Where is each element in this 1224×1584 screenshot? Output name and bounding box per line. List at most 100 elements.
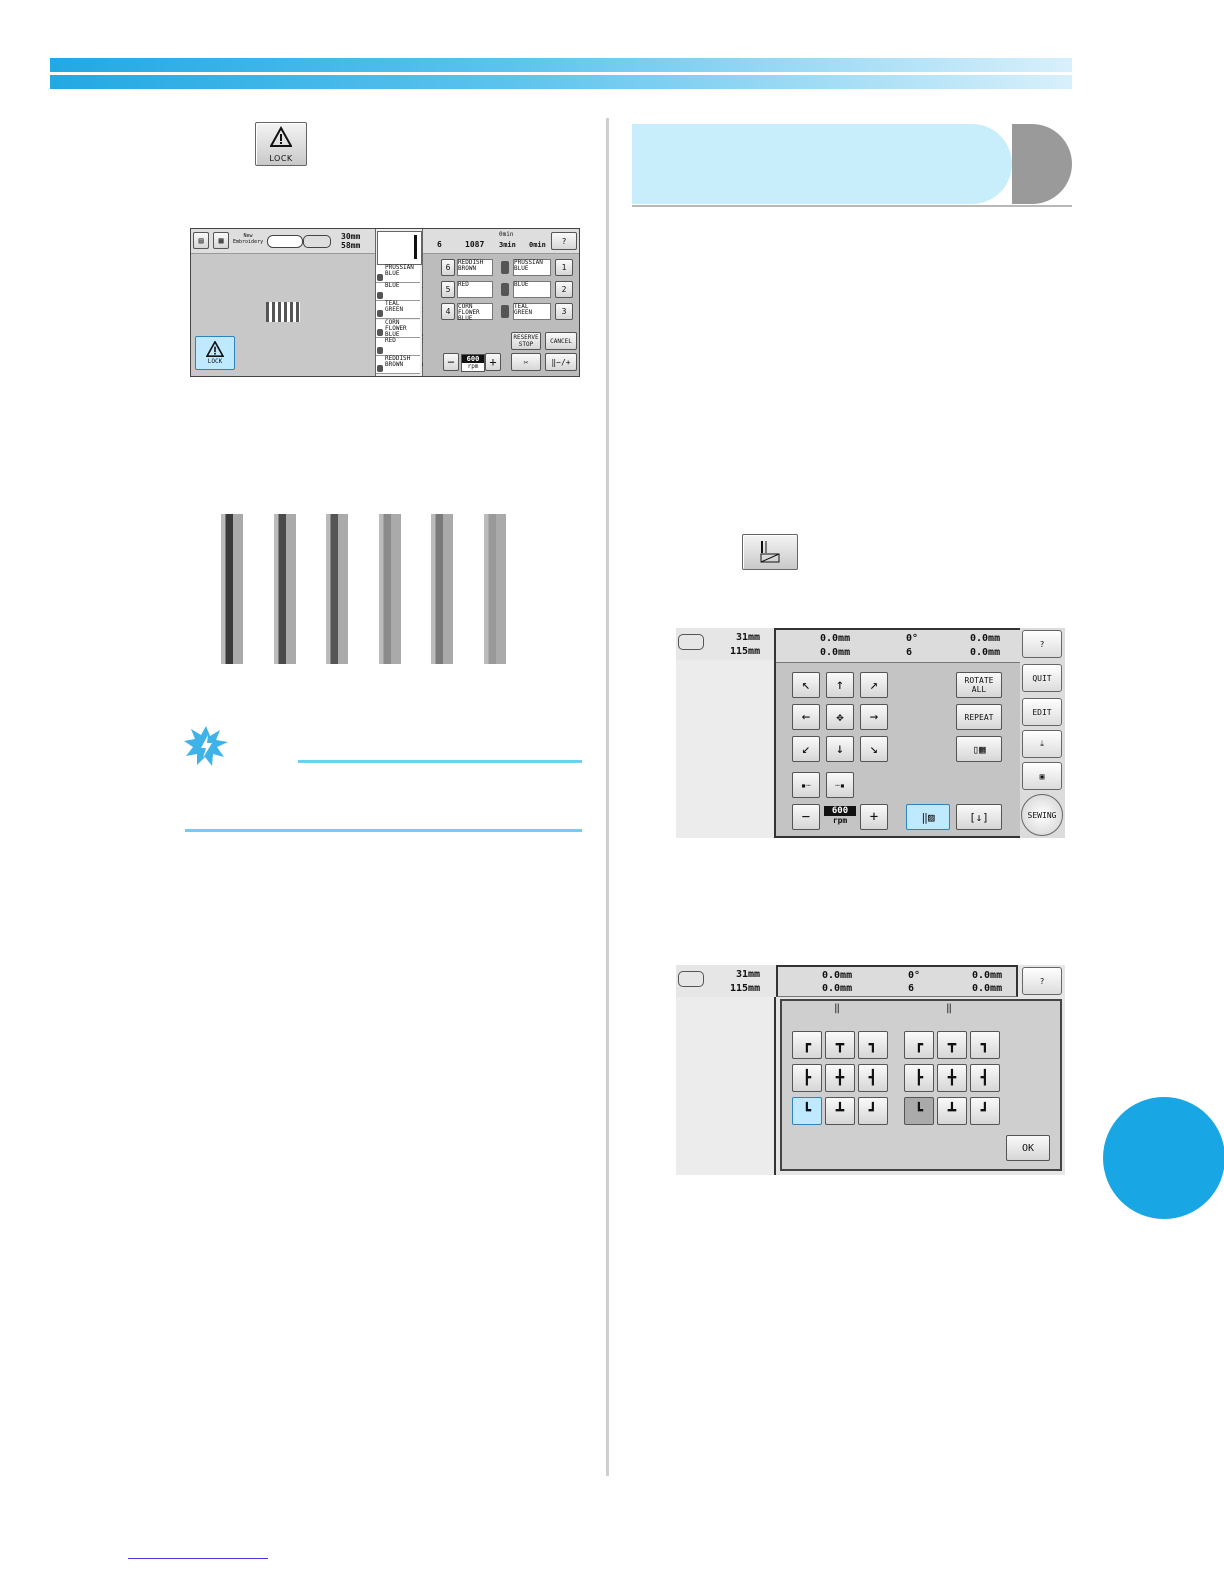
thread-cut-button[interactable]: ✂ xyxy=(511,353,541,371)
lock-button-active[interactable]: LOCK xyxy=(195,336,235,370)
sewing-button[interactable]: SEWING xyxy=(1021,794,1063,836)
quit-button[interactable]: QUIT xyxy=(1022,664,1062,692)
needle-position-button[interactable]: ‖▨ xyxy=(906,804,950,830)
speed-value: 600 xyxy=(824,806,856,816)
move-right-button[interactable]: → xyxy=(860,704,888,730)
needle-adjust-button[interactable]: ‖−/+ xyxy=(545,353,577,371)
move-center-button[interactable]: ✥ xyxy=(826,704,854,730)
position-option-button[interactable]: ┛ xyxy=(858,1097,888,1125)
position-option-button[interactable]: ┻ xyxy=(937,1097,967,1125)
position-option-button[interactable]: ┗ xyxy=(904,1097,934,1125)
thread-name: REDDISH BROWN xyxy=(385,355,411,368)
needle-position-icon xyxy=(760,541,780,563)
spool-icon xyxy=(377,274,383,281)
position-option-button[interactable]: ┏ xyxy=(792,1031,822,1059)
help-button[interactable]: ? xyxy=(1022,630,1062,658)
position-option-button[interactable]: ┏ xyxy=(904,1031,934,1059)
screen1-toolbar: ▤ ▦ New Embroidery 30mm 58mm xyxy=(191,229,375,254)
needle-marker-left: ‖ xyxy=(834,1003,841,1014)
repeat-button[interactable]: REPEAT xyxy=(956,704,1002,730)
speed-plus-button[interactable]: + xyxy=(485,353,501,371)
embroidered-stripe xyxy=(273,514,296,664)
sequence-button[interactable]: ▯▦ xyxy=(956,736,1002,762)
lock-key-button[interactable]: LOCK xyxy=(255,122,307,166)
size-width-value: 115mm xyxy=(730,646,761,657)
move-down-left-button[interactable]: ↙ xyxy=(792,736,820,762)
cancel-button[interactable]: CANCEL xyxy=(545,332,577,350)
position-option-button[interactable]: ┛ xyxy=(970,1097,1000,1125)
position-option-button[interactable]: ┣ xyxy=(904,1064,934,1092)
design-preview xyxy=(266,302,300,322)
position-option-button[interactable]: ┻ xyxy=(825,1097,855,1125)
move-left-button[interactable]: ← xyxy=(792,704,820,730)
screen2-sidebar: ? QUIT EDIT ⤓ ▣ SEWING xyxy=(1020,628,1065,838)
speed-value: 600 xyxy=(462,355,484,363)
embroidered-stripe xyxy=(221,514,243,664)
needle-thread-name: TEAL GREEN xyxy=(513,303,551,320)
time-a: 0min xyxy=(499,231,514,238)
column-divider xyxy=(606,118,609,1476)
rotate-all-button[interactable]: ROTATE ALL xyxy=(956,672,1002,698)
horizontal-offset: 0.0mm xyxy=(822,983,853,994)
size-width-value: 115mm xyxy=(730,983,761,994)
size-height-value: 31mm xyxy=(736,969,761,980)
embroidery-frame-button[interactable]: ▣ xyxy=(1022,762,1062,790)
speed-plus-button[interactable]: + xyxy=(860,804,888,830)
frame-trace-button[interactable]: [↓] xyxy=(956,804,1002,830)
thread-name: BLUE xyxy=(385,282,400,290)
position-option-button[interactable]: ┳ xyxy=(825,1031,855,1059)
thread-name: CORN FLOWER BLUE xyxy=(385,318,407,338)
trial-left-button[interactable]: ▪┄ xyxy=(792,772,820,798)
frame-icon xyxy=(678,634,704,650)
frame-icon-button[interactable]: ▦ xyxy=(213,232,229,249)
stitch-count: 1087 xyxy=(465,240,485,249)
position-option-button[interactable]: ┫ xyxy=(970,1064,1000,1092)
needle-number-box: 3 xyxy=(555,303,573,320)
position-option-button[interactable]: ┫ xyxy=(858,1064,888,1092)
position-option-button[interactable]: ┗ xyxy=(792,1097,822,1125)
help-button[interactable]: ? xyxy=(551,232,577,250)
trial-right-button[interactable]: ┄▪ xyxy=(826,772,854,798)
footer-rule xyxy=(128,1558,268,1559)
memory-button[interactable]: ⤓ xyxy=(1022,730,1062,758)
position-option-button[interactable]: ┳ xyxy=(937,1031,967,1059)
position-option-button[interactable]: ╋ xyxy=(937,1064,967,1092)
section-header-shadow xyxy=(1012,124,1072,204)
position-option-button[interactable]: ┓ xyxy=(858,1031,888,1059)
move-down-button[interactable]: ↓ xyxy=(826,736,854,762)
page-icon-button[interactable]: ▤ xyxy=(193,232,209,249)
edit-button[interactable]: EDIT xyxy=(1022,698,1062,726)
speed-display: 600 rpm xyxy=(824,806,856,828)
spool-icon xyxy=(377,328,383,336)
reserve-stop-button[interactable]: RESERVE STOP xyxy=(511,332,541,350)
needle-number: 6 xyxy=(437,240,442,249)
frame-outline-icon xyxy=(267,235,303,248)
ok-button[interactable]: OK xyxy=(1006,1135,1050,1161)
position-option-button[interactable]: ┓ xyxy=(970,1031,1000,1059)
needle-thread-name: CORN FLOWER BLUE xyxy=(457,303,493,322)
needle-position-key-button[interactable] xyxy=(742,534,798,570)
help-button[interactable]: ? xyxy=(1022,967,1062,995)
needle-position-screen: 31mm 115mm 0.0mm 0.0mm 0° 6 0.0mm 0.0mm … xyxy=(676,965,1065,1175)
position-option-button[interactable]: ┣ xyxy=(792,1064,822,1092)
move-up-button[interactable]: ↑ xyxy=(826,672,854,698)
thread-list-item: TEAL GREEN3 xyxy=(376,301,426,320)
offset-a: 0.0mm xyxy=(970,633,1001,644)
move-up-right-button[interactable]: ↗ xyxy=(860,672,888,698)
speed-minus-button[interactable]: − xyxy=(792,804,820,830)
needle-number-box: 2 xyxy=(555,281,573,298)
time-b: 3min xyxy=(499,241,516,249)
move-up-left-button[interactable]: ↖ xyxy=(792,672,820,698)
edit-screen: 31mm 115mm 0.0mm 0.0mm 0° 6 0.0mm 0.0mm … xyxy=(676,628,1065,838)
move-down-right-button[interactable]: ↘ xyxy=(860,736,888,762)
speed-minus-button[interactable]: − xyxy=(443,353,459,371)
spool-icon xyxy=(501,261,509,274)
chapter-tab xyxy=(1103,1097,1224,1219)
needle-count: 6 xyxy=(908,983,915,994)
thread-list: PRUSSIAN BLUE1BLUE2TEAL GREEN3CORN FLOWE… xyxy=(376,265,426,375)
position-option-button[interactable]: ╋ xyxy=(825,1064,855,1092)
vertical-offset: 0.0mm xyxy=(820,633,851,644)
